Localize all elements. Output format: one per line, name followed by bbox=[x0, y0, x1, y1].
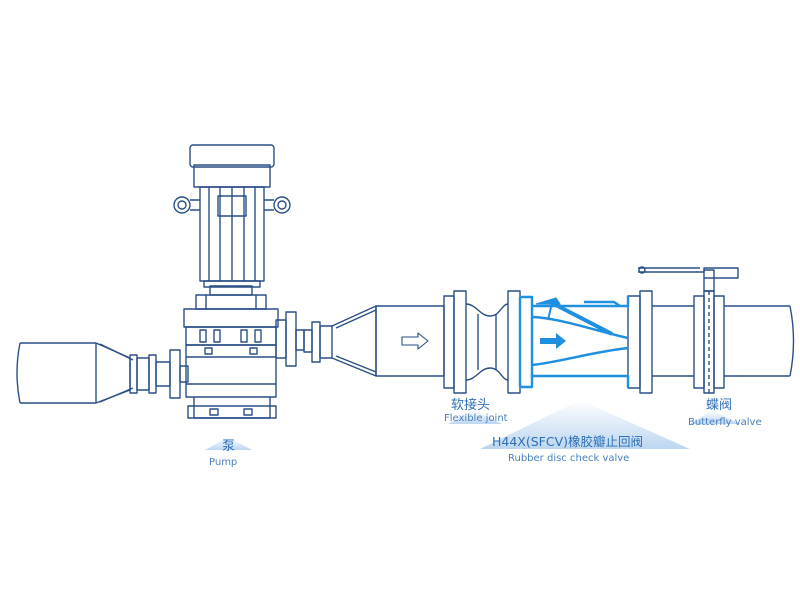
pump-motor bbox=[173, 144, 291, 288]
pump-label-en: Pump bbox=[209, 457, 238, 468]
check-valve-flow-arrow-icon bbox=[540, 333, 566, 349]
outlet-reducer bbox=[303, 305, 377, 377]
pump-label-wedge bbox=[205, 437, 252, 450]
discharge-pipe bbox=[724, 305, 795, 377]
outlet-pipe bbox=[375, 290, 467, 394]
check-valve-label-zh: H44X(SFCV)橡胶瓣止回阀 bbox=[492, 434, 644, 449]
inlet-reducer bbox=[95, 342, 157, 404]
pump-body bbox=[185, 344, 277, 419]
butterfly-valve bbox=[638, 266, 739, 394]
pump-discharge bbox=[275, 311, 305, 367]
check-valve-disc bbox=[535, 297, 613, 336]
pump-suction bbox=[155, 349, 189, 399]
inlet-pipe bbox=[16, 342, 96, 404]
middle-pipe bbox=[652, 305, 694, 377]
check-valve-body bbox=[518, 295, 630, 389]
flexible-joint bbox=[465, 290, 521, 394]
flow-arrow-icon bbox=[401, 332, 429, 350]
pump-label-zh: 泵 bbox=[222, 439, 236, 454]
butterfly-valve-label-en: Butterfly valve bbox=[688, 417, 762, 428]
butterfly-label-wedge bbox=[690, 410, 740, 424]
flex-joint-label-en: Flexible joint bbox=[444, 413, 508, 424]
butterfly-valve-label-zh: 蝶阀 bbox=[706, 398, 733, 413]
label-wedges bbox=[205, 400, 740, 450]
check-valve-flanges bbox=[627, 290, 653, 394]
check-valve-label-en: Rubber disc check valve bbox=[508, 453, 630, 464]
flex-joint-label-zh: 软接头 bbox=[451, 398, 491, 413]
valve-label-wedge bbox=[480, 400, 690, 449]
flex-label-wedge bbox=[448, 410, 502, 424]
pump-bracket bbox=[183, 285, 279, 346]
